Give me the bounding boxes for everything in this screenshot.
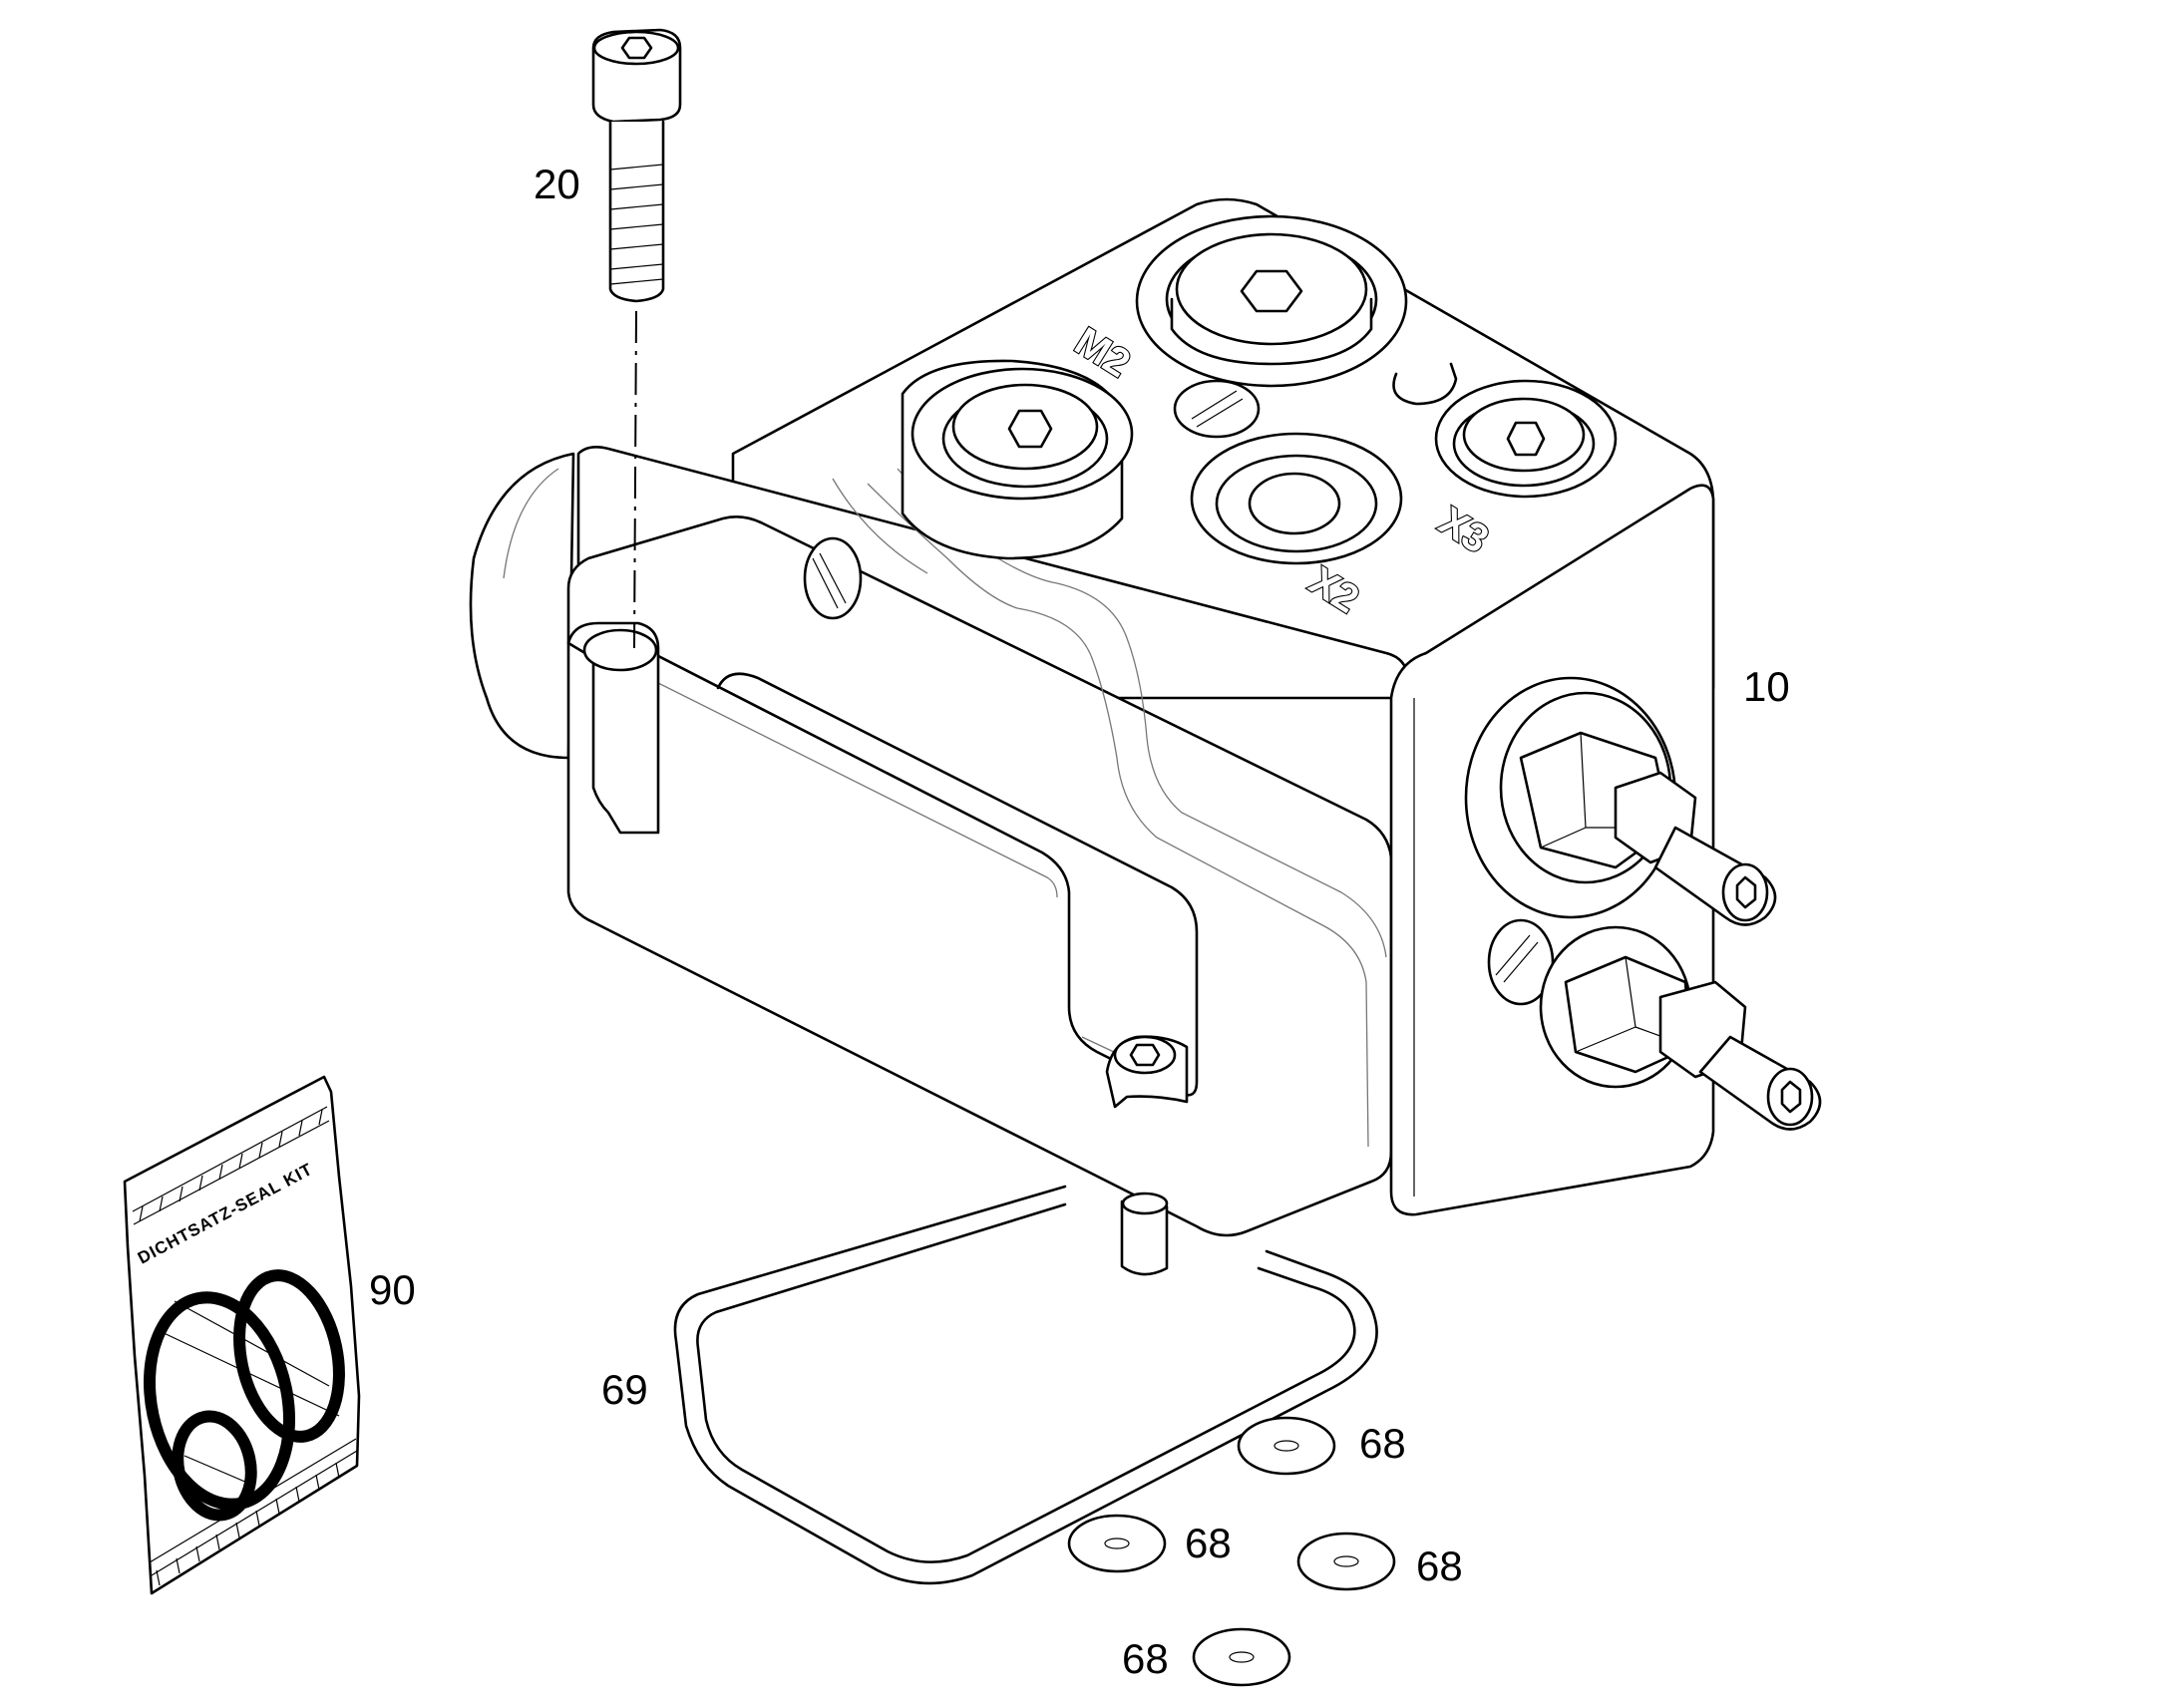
washer-c [1296, 1532, 1396, 1591]
callout-washer-c: 68 [1416, 1542, 1463, 1589]
callout-valve: 10 [1743, 663, 1790, 710]
washer-a [1237, 1416, 1336, 1476]
callout-gasket: 69 [601, 1366, 648, 1413]
seal-kit-bag [123, 1075, 361, 1595]
callout-washer-a: 68 [1359, 1420, 1406, 1467]
gasket-part [673, 1185, 1378, 1585]
valve-body [469, 197, 1822, 1276]
callout-seal-kit: 90 [369, 1266, 416, 1313]
socket-head-screw [591, 28, 682, 303]
callout-screw: 20 [534, 161, 580, 207]
washer-d [1192, 1627, 1291, 1687]
callout-washer-b: 68 [1185, 1520, 1232, 1566]
assembly-centerline [633, 310, 637, 649]
washer-b [1067, 1514, 1167, 1573]
callout-washer-d: 68 [1122, 1635, 1169, 1682]
